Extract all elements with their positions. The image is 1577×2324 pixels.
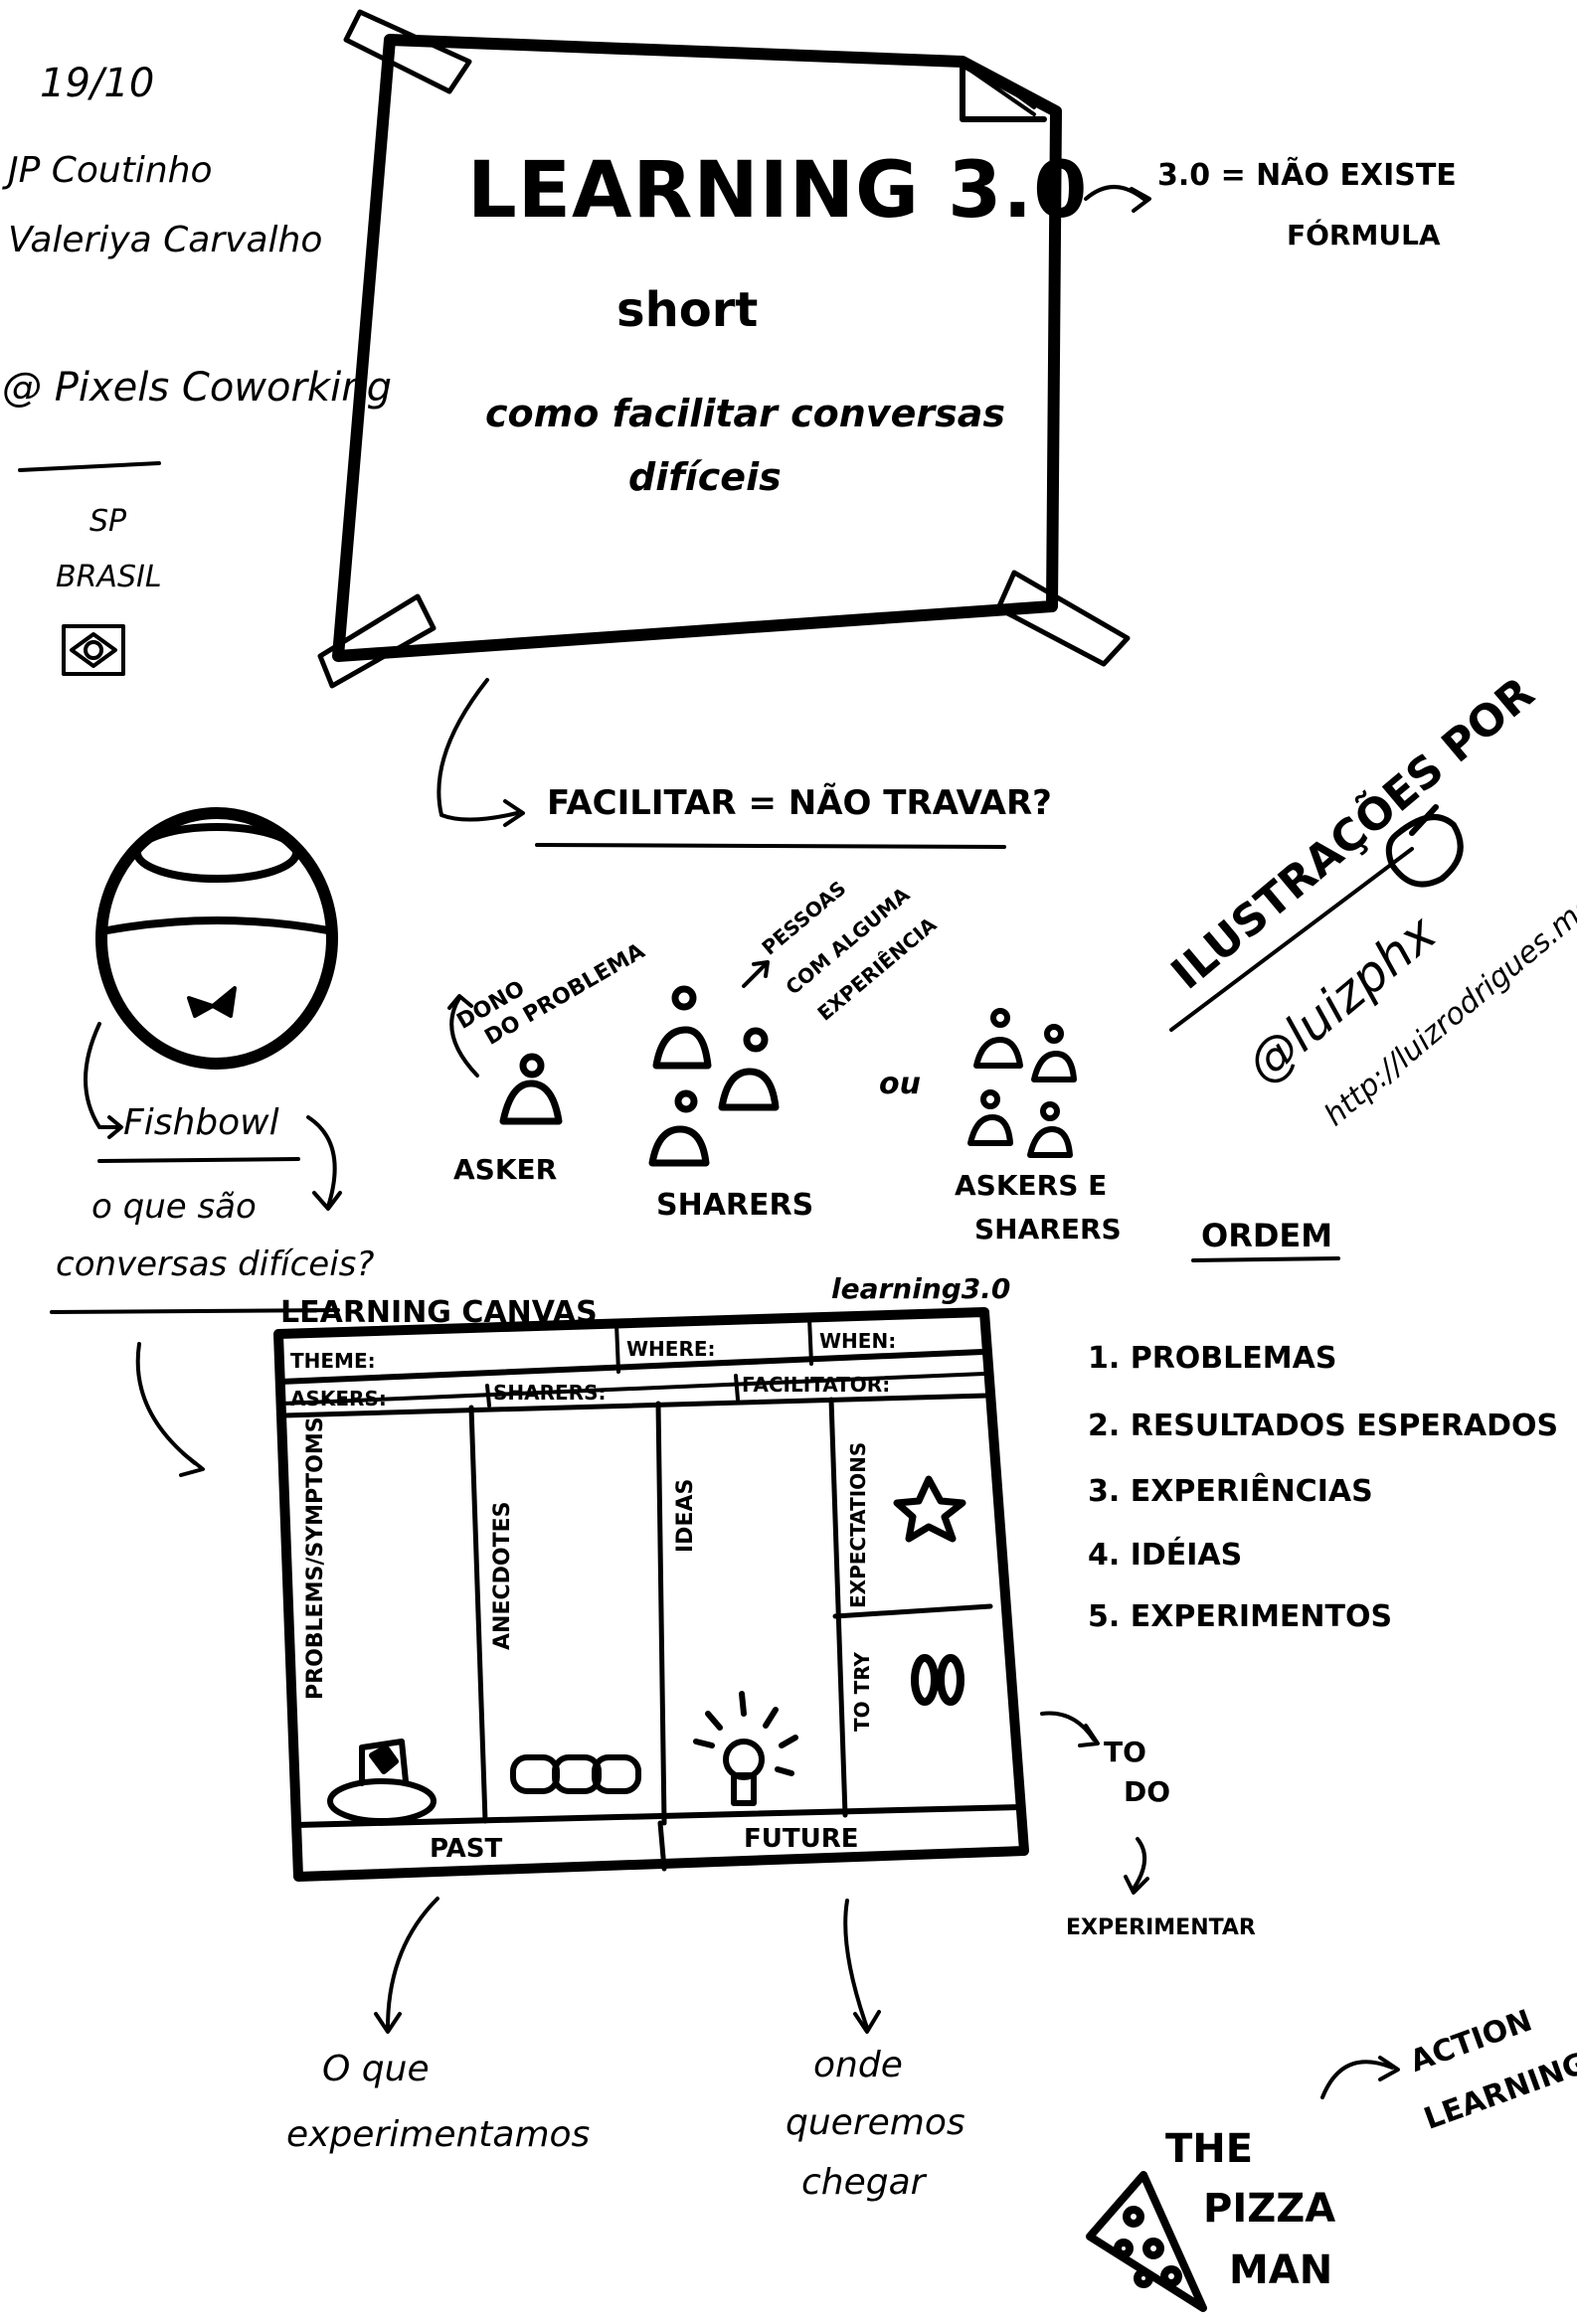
question-line-2: conversas difíceis? [56,1245,375,1284]
pizza-slice-icon [1086,2171,1207,2312]
formula-line-2: FÓRMULA [1287,219,1441,251]
canvas-theme: THEME: [290,1349,376,1373]
asker-label: ASKER [453,1153,558,1186]
canvas-col-problems: PROBLEMS/SYMPTOMS [303,1416,328,1700]
canvas-sharers: SHARERS: [493,1381,607,1405]
question-line-1: o que são [91,1187,257,1227]
venue: @ Pixels Coworking [2,365,392,411]
order-item-4: 4. IDÉIAS [1088,1538,1243,1573]
canvas-future: FUTURE [744,1824,859,1854]
canvas-col-ideas: IDEAS [673,1478,698,1553]
sharers-label: SHARERS [656,1188,814,1223]
canvas-past: PAST [430,1834,503,1864]
experimentar-note: EXPERIMENTAR [1066,1915,1256,1940]
formula-line-1: 3.0 = NÃO EXISTE [1157,158,1457,193]
pizza-line-3: MAN [1229,2247,1333,2293]
pizza-line-1: THE [1165,2126,1254,2172]
askers-sharers-line-2: SHARERS [974,1213,1122,1245]
order-item-2: 2. RESULTADOS ESPERADOS [1088,1409,1559,1443]
sharers-group-icon [648,985,780,1167]
ring-icon [327,1739,437,1824]
order-item-1: 1. PROBLEMAS [1088,1341,1337,1376]
speaker-1: JP Coutinho [8,150,213,191]
todo-line-2: DO [1124,1775,1171,1808]
canvas-askers: ASKERS: [290,1387,387,1411]
past-note-line-1: O que [322,2049,430,2089]
speaker-2: Valeriya Carvalho [8,220,323,260]
twitter-bird-icon [1385,804,1464,888]
city: SP [89,504,127,539]
poster-line-1: como facilitar conversas [485,392,1005,435]
fishbowl-label: Fishbowl [123,1102,279,1143]
future-note-line-3: chegar [801,2162,926,2203]
canvas-title: LEARNING CANVAS [280,1295,598,1330]
canvas-col-anecdotes: ANECDOTES [490,1501,515,1650]
order-heading: ORDEM [1201,1217,1333,1254]
canvas-where: WHERE: [626,1337,716,1361]
fishbowl-icon [95,807,338,1070]
date: 19/10 [40,61,155,106]
star-icon [893,1475,966,1543]
askers-sharers-line-1: ASKERS E [955,1169,1108,1202]
poster-frame [317,9,1131,689]
lightbulb-icon [693,1691,798,1806]
future-note-line-2: queremos [786,2102,965,2143]
canvas-col-expectations: EXPECTATIONS [846,1441,870,1608]
canvas-brand: learning3.0 [831,1272,1011,1305]
order-item-5: 5. EXPERIMENTOS [1088,1599,1393,1634]
learning-canvas-frame [273,1307,1029,1882]
country: BRASIL [56,560,162,594]
poster-subtitle: short [616,282,759,338]
speech-bubbles-icon [510,1754,641,1794]
past-note-line-2: experimentamos [286,2114,591,2155]
askers-sharers-group-icon [967,1008,1077,1158]
or-label: ou [879,1067,921,1101]
canvas-when: WHEN: [819,1329,897,1353]
poster-line-2: difíceis [628,455,782,499]
canvas-col-totry: TO TRY [850,1651,874,1732]
todo-line-1: TO [1104,1736,1146,1768]
canvas-facilitator: FACILITATOR: [742,1373,891,1397]
asker-figure-icon [499,1053,563,1125]
facilitar-note: FACILITAR = NÃO TRAVAR? [547,783,1052,823]
pizza-line-2: PIZZA [1203,2186,1336,2232]
order-item-3: 3. EXPERIÊNCIAS [1088,1474,1373,1509]
future-note-line-1: onde [813,2045,903,2085]
brazil-flag-icon [62,624,125,676]
poster-title: LEARNING 3.0 [467,146,1089,236]
eggs-icon [911,1654,964,1706]
